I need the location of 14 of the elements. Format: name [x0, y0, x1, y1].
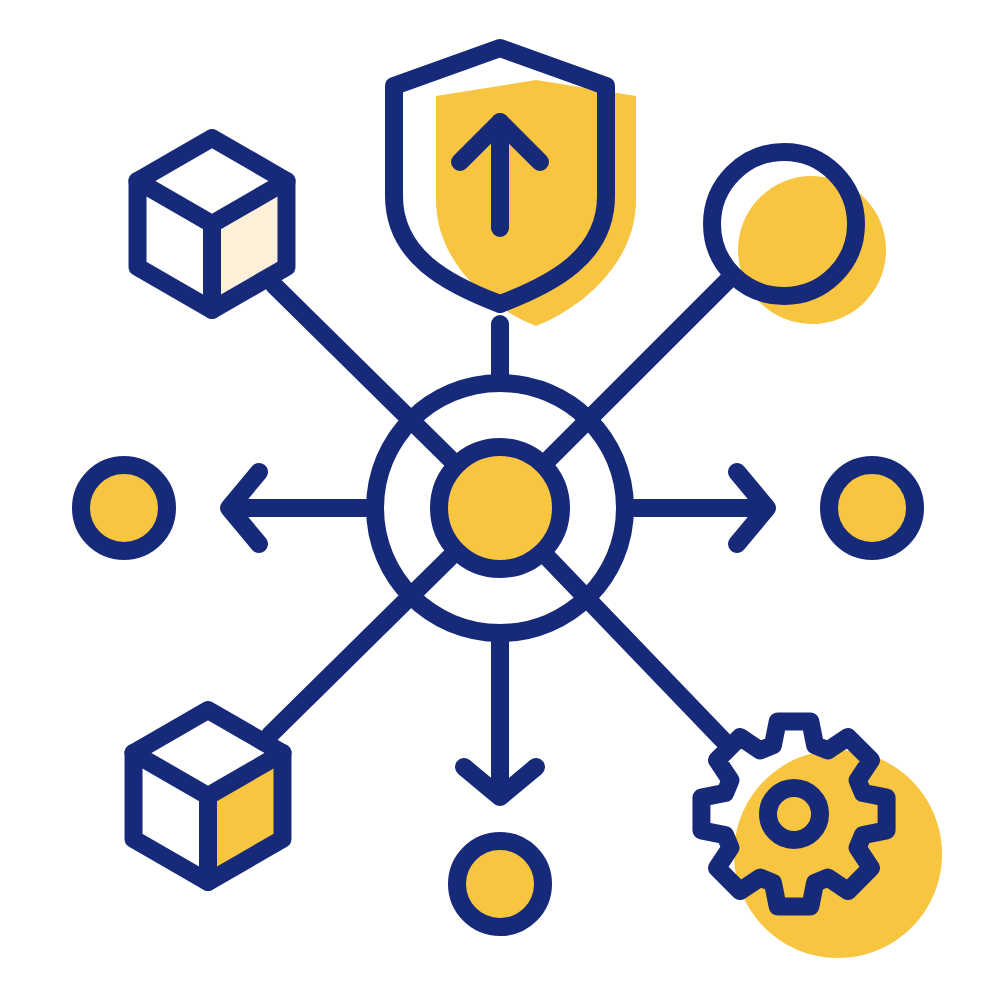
shield-icon — [385, 39, 636, 326]
cube-icon — [124, 701, 292, 891]
hub-dot — [430, 438, 570, 578]
hub-ring — [366, 374, 634, 642]
gear-icon — [692, 712, 942, 958]
cube-icon — [128, 129, 296, 319]
dot-node — [72, 456, 176, 560]
ring-icon — [703, 143, 886, 324]
connector-line — [540, 272, 736, 468]
connector-line — [260, 548, 460, 745]
connector-line — [264, 275, 460, 468]
dot-node — [448, 832, 552, 936]
connector-line — [539, 549, 732, 749]
dot-node — [820, 456, 924, 560]
